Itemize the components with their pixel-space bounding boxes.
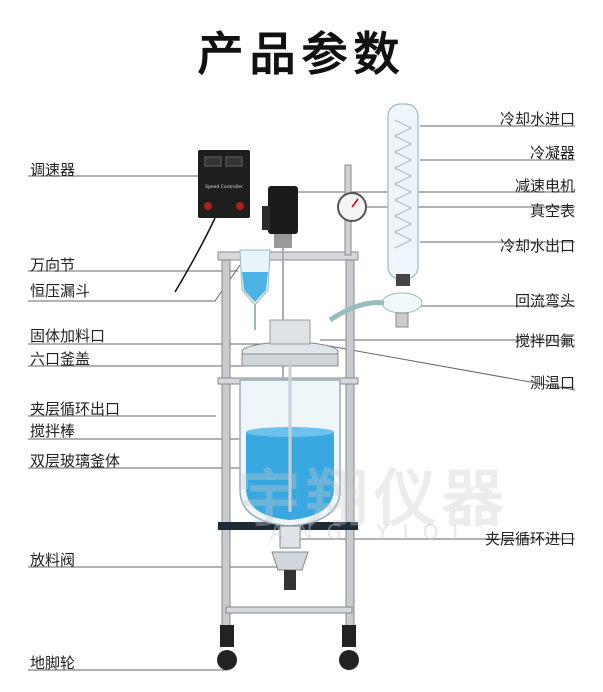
glass-vessel	[239, 360, 341, 527]
pressure-funnel	[239, 249, 271, 330]
label-speed-controller: 调速器	[30, 161, 76, 179]
watermark: 宇翔仪器	[238, 462, 511, 535]
label-stirring-rod: 搅拌棒	[30, 422, 76, 440]
label-universal-joint: 万向节	[30, 256, 76, 274]
label-cooling-water-outlet: 冷却水出口	[499, 237, 575, 255]
label-thermometer-port: 测温口	[529, 374, 575, 392]
watermark-sub: ANG YIQI	[270, 520, 473, 544]
label-ptfe-stirrer: 搅拌四氟	[514, 332, 575, 350]
caster-wheels	[217, 625, 359, 670]
label-jacket-inlet: 夹层循环进口	[484, 530, 575, 548]
page-title: 产品参数	[197, 27, 406, 81]
label-vacuum-gauge: 真空表	[529, 202, 575, 220]
speed-controller: Speed Controller	[198, 150, 250, 218]
label-condenser: 冷凝器	[529, 144, 575, 162]
label-solid-feed-port: 固体加料口	[30, 327, 106, 345]
discharge-valve	[271, 525, 309, 590]
vacuum-gauge	[337, 192, 367, 222]
reactor-lid	[241, 319, 339, 367]
label-reduction-motor: 减速电机	[514, 177, 575, 195]
label-jacket-outlet: 夹层循环出口	[30, 400, 121, 418]
leader-lines	[28, 125, 576, 671]
label-six-port-lid: 六口釜盖	[30, 350, 91, 368]
label-caster-wheels: 地脚轮	[30, 654, 76, 672]
condenser	[328, 103, 423, 328]
controller-label: Speed Controller	[205, 184, 243, 190]
label-reflux-elbow: 回流弯头	[514, 292, 575, 310]
label-double-glass-vessel: 双层玻璃釜体	[30, 452, 121, 470]
label-discharge-valve: 放料阀	[30, 551, 76, 569]
label-cooling-water-inlet: 冷却水进口	[499, 110, 575, 128]
label-pressure-funnel: 恒压漏斗	[30, 282, 91, 300]
